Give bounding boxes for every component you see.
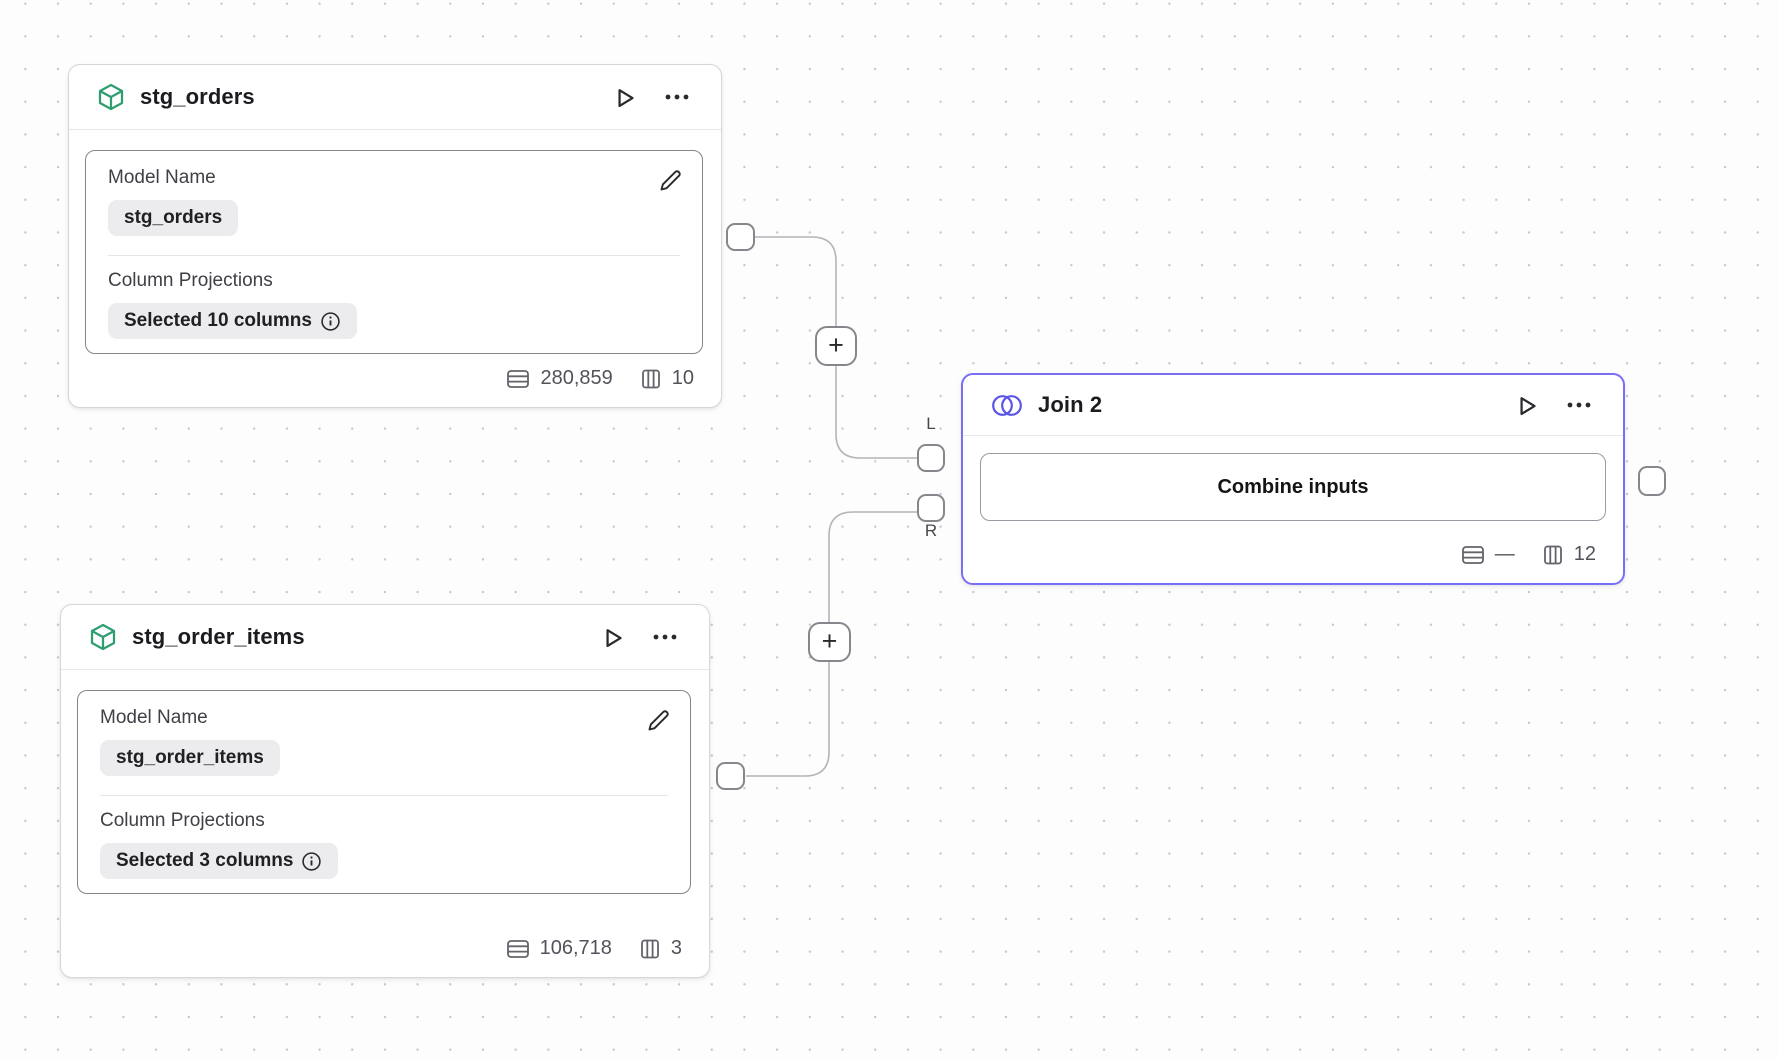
column-count: 3 (670, 937, 682, 959)
rows-icon (1461, 545, 1484, 564)
node-join-2[interactable]: Join 2 Combine inputs (961, 373, 1625, 585)
node-title: stg_orders (140, 84, 255, 109)
column-projections-chip[interactable]: Selected 3 columns (100, 843, 339, 879)
edit-model-name-button[interactable] (643, 705, 674, 739)
node-stg-order-items[interactable]: stg_order_items Model Name (60, 604, 710, 978)
model-config-card: Model Name stg_order_items Column Projec… (77, 690, 691, 894)
run-node-button[interactable] (1510, 390, 1541, 421)
model-name-value: stg_orders (124, 207, 223, 228)
node-menu-icon[interactable] (661, 90, 693, 104)
join-input-port-right[interactable] (917, 494, 945, 522)
model-name-label: Model Name (108, 167, 216, 188)
header-divider (963, 435, 1623, 436)
card-divider (100, 795, 668, 796)
node-header: stg_orders (69, 65, 721, 129)
column-projections-value: Selected 10 columns (124, 310, 312, 331)
left-input-label: L (926, 414, 936, 433)
row-count: 106,718 (539, 937, 612, 959)
row-count: 280,859 (540, 367, 613, 389)
join-input-port-left[interactable] (917, 444, 945, 472)
node-title: Join 2 (1038, 392, 1103, 417)
model-config-card: Model Name stg_orders Column Projections… (85, 150, 703, 354)
column-projections-label: Column Projections (100, 810, 265, 831)
column-projections-label: Column Projections (108, 270, 273, 291)
row-count-stat: 280,859 (506, 367, 613, 390)
output-port-stg-orders[interactable] (726, 223, 755, 251)
combine-inputs-button[interactable]: Combine inputs (980, 453, 1606, 521)
node-header: Join 2 (963, 375, 1623, 435)
right-input-label: R (924, 521, 938, 540)
model-cube-icon (88, 621, 118, 653)
run-node-button[interactable] (608, 82, 639, 113)
join-venn-icon (990, 392, 1024, 419)
column-count-stat: 12 (1542, 543, 1596, 566)
header-divider (61, 669, 709, 670)
columns-icon (641, 369, 660, 388)
node-stats-footer: 280,859 10 (69, 367, 721, 407)
columns-icon (1543, 545, 1562, 564)
node-menu-icon[interactable] (1563, 398, 1595, 412)
info-icon (302, 851, 322, 871)
model-cube-icon (96, 81, 126, 113)
row-count-stat: 106,718 (506, 937, 612, 960)
node-menu-icon[interactable] (649, 630, 681, 644)
column-count-stat: 10 (640, 367, 694, 390)
rows-icon (506, 939, 529, 958)
info-icon (321, 311, 340, 331)
header-divider (69, 129, 721, 130)
output-port-stg-order-items[interactable] (716, 762, 745, 790)
node-title: stg_order_items (132, 624, 305, 649)
edit-model-name-button[interactable] (655, 165, 686, 199)
output-port-join[interactable] (1638, 466, 1666, 496)
run-node-button[interactable] (596, 622, 627, 653)
rows-icon (507, 369, 530, 388)
row-count: — (1494, 543, 1515, 565)
column-projections-chip[interactable]: Selected 10 columns (108, 303, 357, 339)
column-count: 10 (671, 367, 694, 389)
node-stats-footer: 106,718 3 (61, 937, 709, 977)
row-count-stat: — (1461, 543, 1515, 566)
columns-icon (640, 939, 659, 958)
model-name-value: stg_order_items (116, 747, 264, 768)
node-header: stg_order_items (61, 605, 709, 669)
column-projections-value: Selected 3 columns (116, 850, 294, 871)
node-stats-footer: — 12 (963, 543, 1623, 583)
card-divider (108, 255, 680, 256)
node-stg-orders[interactable]: stg_orders Model Name (68, 64, 722, 408)
model-name-chip[interactable]: stg_order_items (100, 740, 280, 776)
column-count: 12 (1573, 543, 1596, 565)
model-name-chip[interactable]: stg_orders (108, 200, 239, 236)
add-step-on-edge-button-bottom[interactable]: + (808, 622, 851, 662)
add-step-on-edge-button-top[interactable]: + (815, 326, 857, 366)
model-name-label: Model Name (100, 707, 208, 728)
column-count-stat: 3 (639, 937, 682, 960)
